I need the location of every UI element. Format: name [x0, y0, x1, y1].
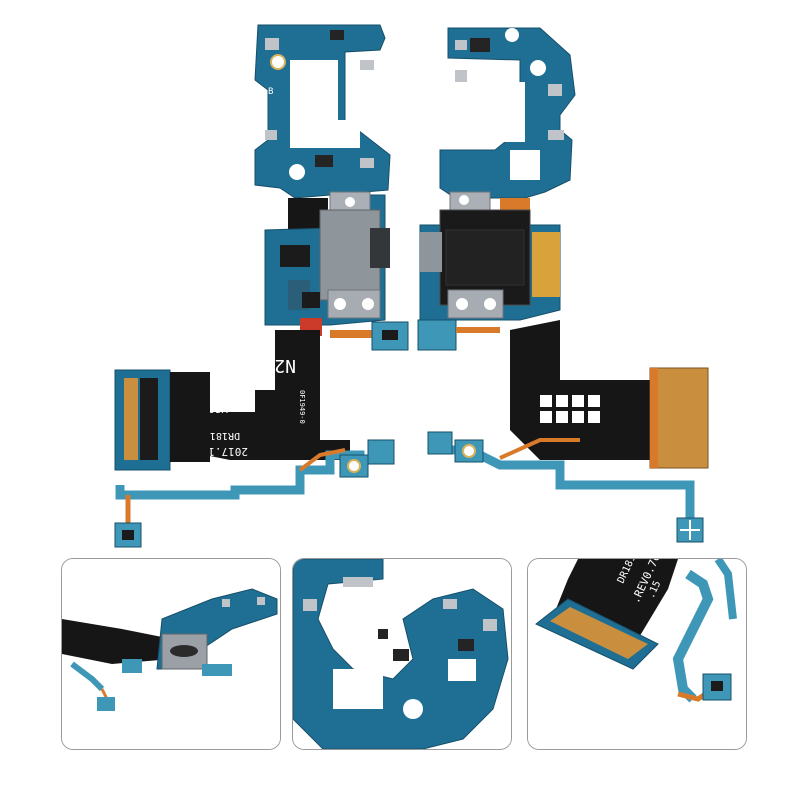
- main-product-photo: B SM-G960U_REV0.7C 2017.11.15: [114, 24, 709, 548]
- thumbnail-board-image: [293, 559, 511, 749]
- thumbnail-flex-image: DR18125 .REV0.7C .15: [528, 559, 746, 749]
- tiny-code-text: 0F1949-0: [298, 390, 306, 424]
- thumbnail-flex-connector[interactable]: DR18125 .REV0.7C .15: [527, 558, 747, 750]
- side-label: B: [268, 87, 273, 97]
- usb-c-connector: [319, 191, 390, 319]
- right-charging-board: [417, 27, 709, 543]
- shield-cover: [420, 191, 531, 319]
- code-text: N2: [274, 355, 296, 376]
- thumbnail-usb-connector[interactable]: [61, 558, 281, 750]
- left-charging-board: B SM-G960U_REV0.7C 2017.11.15: [114, 24, 409, 548]
- component: [265, 38, 279, 50]
- thumbnail-usb-image: [62, 559, 280, 749]
- thumbnail-board[interactable]: [292, 558, 512, 750]
- label-text: DR181255: [192, 430, 240, 441]
